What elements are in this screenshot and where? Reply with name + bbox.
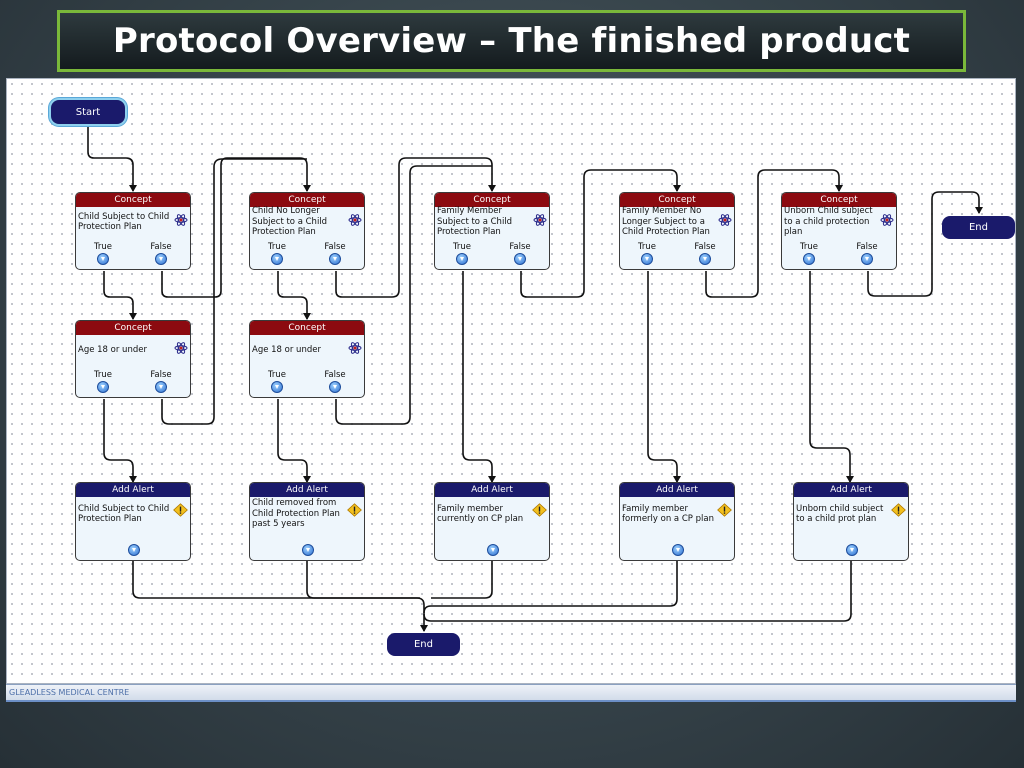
concept-text: Age 18 or under: [252, 344, 321, 355]
concept-header: Concept: [782, 193, 896, 207]
end-label: End: [413, 639, 433, 650]
concept-text: Age 18 or under: [78, 344, 147, 355]
true-port-icon[interactable]: [271, 253, 283, 265]
concept-node-unborn-child-cp[interactable]: Concept Unborn Child subject to a child …: [781, 192, 897, 270]
next-port-icon[interactable]: [672, 544, 684, 556]
concept-node-child-no-longer-cp[interactable]: Concept Child No Longer Subject to a Chi…: [249, 192, 365, 270]
alert-text: Unborn child subject to a child prot pla…: [796, 503, 884, 525]
footer-practice-name: GLEADLESS MEDICAL CENTRE: [9, 688, 130, 697]
true-label: True: [93, 370, 113, 380]
alert-text: Family member formerly on a CP plan: [622, 503, 714, 525]
alert-node-child-removed-cp[interactable]: Add Alert Child removed from Child Prote…: [249, 482, 365, 561]
true-label: True: [267, 370, 287, 380]
warning-icon: [532, 503, 547, 517]
alert-header: Add Alert: [620, 483, 734, 497]
false-label: False: [150, 370, 172, 380]
concept-text: Family Member No Longer Subject to a Chi…: [622, 206, 710, 238]
alert-header: Add Alert: [76, 483, 190, 497]
alert-text: Child Subject to Child Protection Plan: [78, 503, 170, 525]
false-port-icon[interactable]: [155, 381, 167, 393]
slide-title: Protocol Overview – The finished product: [112, 21, 911, 61]
alert-node-child-subject-cp[interactable]: Add Alert Child Subject to Child Protect…: [75, 482, 191, 561]
concept-header: Concept: [76, 193, 190, 207]
true-port-icon[interactable]: [97, 253, 109, 265]
true-label: True: [452, 242, 472, 252]
next-port-icon[interactable]: [128, 544, 140, 556]
concept-header: Concept: [435, 193, 549, 207]
true-label: True: [637, 242, 657, 252]
concept-text: Family Member Subject to a Child Protect…: [437, 206, 513, 238]
true-port-icon[interactable]: [641, 253, 653, 265]
true-port-icon[interactable]: [456, 253, 468, 265]
atom-icon: [174, 342, 188, 354]
protocol-canvas[interactable]: Start End End Concept Child Subject to C…: [6, 78, 1016, 684]
false-label: False: [324, 242, 346, 252]
true-label: True: [799, 242, 819, 252]
concept-node-family-member-no-longer-cp[interactable]: Concept Family Member No Longer Subject …: [619, 192, 735, 270]
next-port-icon[interactable]: [487, 544, 499, 556]
end-terminal-right[interactable]: End: [942, 216, 1015, 239]
false-port-icon[interactable]: [514, 253, 526, 265]
concept-header: Concept: [250, 193, 364, 207]
warning-icon: [891, 503, 906, 517]
atom-icon: [174, 214, 188, 226]
connector-lines: [87, 125, 983, 632]
warning-icon: [173, 503, 188, 517]
true-label: True: [267, 242, 287, 252]
false-port-icon[interactable]: [699, 253, 711, 265]
alert-header: Add Alert: [435, 483, 549, 497]
atom-icon: [718, 214, 732, 226]
atom-icon: [880, 214, 894, 226]
atom-icon: [348, 214, 362, 226]
slide-title-bar: Protocol Overview – The finished product: [57, 10, 966, 72]
alert-header: Add Alert: [794, 483, 908, 497]
false-label: False: [509, 242, 531, 252]
warning-icon: [717, 503, 732, 517]
concept-node-family-member-cp[interactable]: Concept Family Member Subject to a Child…: [434, 192, 550, 270]
concept-text: Child Subject to Child Protection Plan: [78, 211, 170, 233]
true-port-icon[interactable]: [97, 381, 109, 393]
start-terminal[interactable]: Start: [51, 100, 125, 124]
next-port-icon[interactable]: [302, 544, 314, 556]
concept-header: Concept: [620, 193, 734, 207]
true-label: True: [93, 242, 113, 252]
concept-node-age-18-or-under[interactable]: Concept Age 18 or under True False: [75, 320, 191, 398]
concept-text: Child No Longer Subject to a Child Prote…: [252, 206, 328, 238]
concept-node-child-subject-cp[interactable]: Concept Child Subject to Child Protectio…: [75, 192, 191, 270]
atom-icon: [533, 214, 547, 226]
concept-text: Unborn Child subject to a child protecti…: [784, 206, 873, 238]
false-port-icon[interactable]: [329, 253, 341, 265]
alert-node-family-member-former[interactable]: Add Alert Family member formerly on a CP…: [619, 482, 735, 561]
alert-node-unborn-child[interactable]: Add Alert Unborn child subject to a chil…: [793, 482, 909, 561]
atom-icon: [348, 342, 362, 354]
false-label: False: [856, 242, 878, 252]
alert-text: Family member currently on CP plan: [437, 503, 524, 525]
true-port-icon[interactable]: [271, 381, 283, 393]
alert-header: Add Alert: [250, 483, 364, 497]
false-label: False: [150, 242, 172, 252]
false-port-icon[interactable]: [329, 381, 341, 393]
false-port-icon[interactable]: [861, 253, 873, 265]
concept-header: Concept: [250, 321, 364, 335]
false-label: False: [694, 242, 716, 252]
concept-node-age-18-or-under[interactable]: Concept Age 18 or under True False: [249, 320, 365, 398]
false-port-icon[interactable]: [155, 253, 167, 265]
next-port-icon[interactable]: [846, 544, 858, 556]
footer-strip: GLEADLESS MEDICAL CENTRE: [6, 684, 1016, 702]
alert-node-family-member-current[interactable]: Add Alert Family member currently on CP …: [434, 482, 550, 561]
false-label: False: [324, 370, 346, 380]
end-label: End: [968, 222, 988, 233]
true-port-icon[interactable]: [803, 253, 815, 265]
concept-header: Concept: [76, 321, 190, 335]
start-label: Start: [75, 106, 101, 118]
end-terminal-bottom[interactable]: End: [387, 633, 460, 656]
alert-text: Child removed from Child Protection Plan…: [252, 498, 340, 530]
warning-icon: [347, 503, 362, 517]
